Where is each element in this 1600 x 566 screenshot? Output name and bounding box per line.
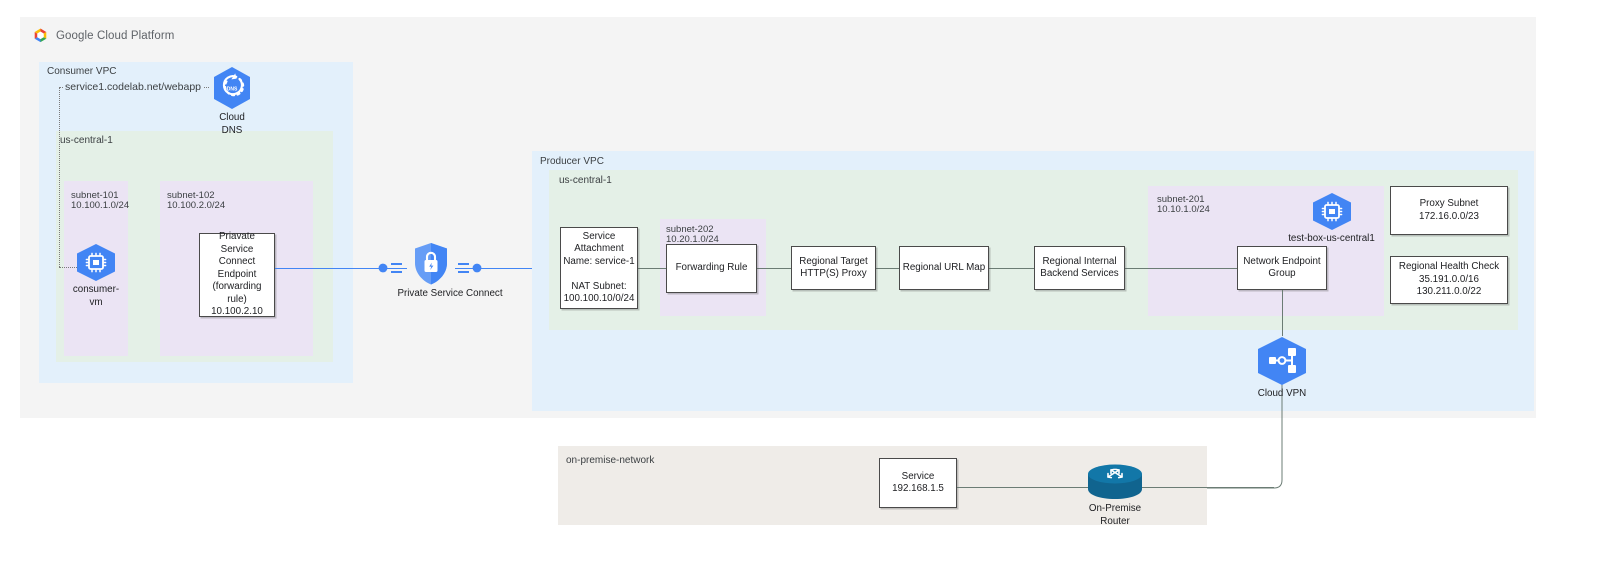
producer-vpc-label: Producer VPC	[540, 156, 604, 167]
gcp-header: Google Cloud Platform	[32, 27, 174, 44]
on-premise-network-label: on-premise-network	[566, 455, 655, 466]
cloud-vpn-icon	[1254, 336, 1310, 386]
test-box-node[interactable]: test-box-us-central1	[1281, 192, 1382, 246]
subnet-102-cidr: 10.100.2.0/24	[167, 200, 226, 211]
cloud-vpn-caption: Cloud VPN	[1257, 388, 1307, 399]
private-service-connect-node[interactable]: Private Service Connect	[378, 241, 503, 299]
consumer-vm-caption: consumer-vm	[72, 284, 120, 308]
subnet-202-name: subnet-202	[666, 224, 714, 235]
dns-record-connector-vertical	[59, 87, 60, 267]
subnet-101-name: subnet-101	[71, 190, 119, 201]
forwarding-rule-box[interactable]: Forwarding Rule	[666, 244, 757, 293]
line-attachment-to-forwarding	[638, 268, 666, 269]
compute-engine-vm-icon	[1310, 192, 1354, 231]
regional-url-map-box[interactable]: Regional URL Map	[899, 246, 989, 290]
svg-text:DNS: DNS	[227, 86, 238, 92]
on-premise-router-caption: On-Premise Router	[1088, 503, 1142, 527]
line-urlmap-to-backend	[989, 268, 1034, 269]
dns-to-vm-connector	[59, 267, 81, 268]
consumer-vpc-label: Consumer VPC	[47, 66, 117, 77]
line-forwarding-to-proxy	[757, 268, 791, 269]
psc-link-right	[455, 268, 560, 270]
network-endpoint-group-box[interactable]: Network Endpoint Group	[1237, 246, 1327, 290]
line-vpn-to-router	[1114, 384, 1283, 489]
consumer-region-label: us-central-1	[60, 135, 113, 146]
psc-link-left	[275, 268, 407, 270]
subnet-101-cidr: 10.100.1.0/24	[71, 200, 130, 211]
test-box-caption: test-box-us-central1	[1288, 233, 1375, 244]
consumer-vm-node[interactable]: consumer-vm	[72, 243, 120, 309]
private-service-connect-shield-icon	[415, 243, 447, 285]
line-neg-to-vpn	[1282, 290, 1283, 336]
regional-backend-services-box[interactable]: Regional Internal Backend Services	[1034, 246, 1125, 290]
line-router-to-vpn	[1142, 487, 1274, 488]
subnet-202-cidr: 10.20.1.0/24	[666, 234, 719, 245]
gcp-title: Google Cloud Platform	[56, 29, 175, 42]
service-attachment-box[interactable]: Service Attachment Name: service-1 NAT S…	[560, 227, 638, 309]
subnet-201-cidr: 10.10.1.0/24	[1157, 204, 1210, 215]
line-service-to-router	[957, 487, 1088, 488]
private-service-connect-caption: Private Service Connect	[397, 288, 503, 299]
on-premise-router-node[interactable]: On-Premise Router	[1083, 463, 1147, 528]
subnet-102-name: subnet-102	[167, 190, 215, 201]
cloud-dns-icon: DNS	[212, 66, 252, 110]
google-cloud-platform-logo	[32, 27, 49, 44]
regional-health-check-box[interactable]: Regional Health Check 35.191.0.0/16 130.…	[1390, 256, 1508, 304]
cloud-dns-node[interactable]: DNS Cloud DNS	[206, 66, 258, 137]
line-proxy-to-urlmap	[876, 268, 899, 269]
cloud-vpn-node[interactable]: Cloud VPN	[1254, 336, 1310, 401]
psc-connector-accents	[378, 263, 482, 273]
line-backend-to-neg	[1125, 268, 1237, 269]
compute-engine-vm-icon	[74, 243, 118, 282]
psc-endpoint-box[interactable]: Priavate Service Connect Endpoint (forwa…	[199, 231, 275, 317]
proxy-subnet-box[interactable]: Proxy Subnet 172.16.0.0/23	[1390, 186, 1508, 235]
on-premise-service-box[interactable]: Service 192.168.1.5	[879, 458, 957, 508]
on-premise-router-icon	[1086, 463, 1144, 501]
cloud-dns-caption: Cloud DNS	[219, 112, 245, 136]
subnet-201-name: subnet-201	[1157, 194, 1205, 205]
dns-record-label: service1.codelab.net/webapp	[63, 81, 204, 93]
regional-target-proxy-box[interactable]: Regional Target HTTP(S) Proxy	[791, 246, 876, 290]
producer-region-label: us-central-1	[559, 175, 612, 186]
